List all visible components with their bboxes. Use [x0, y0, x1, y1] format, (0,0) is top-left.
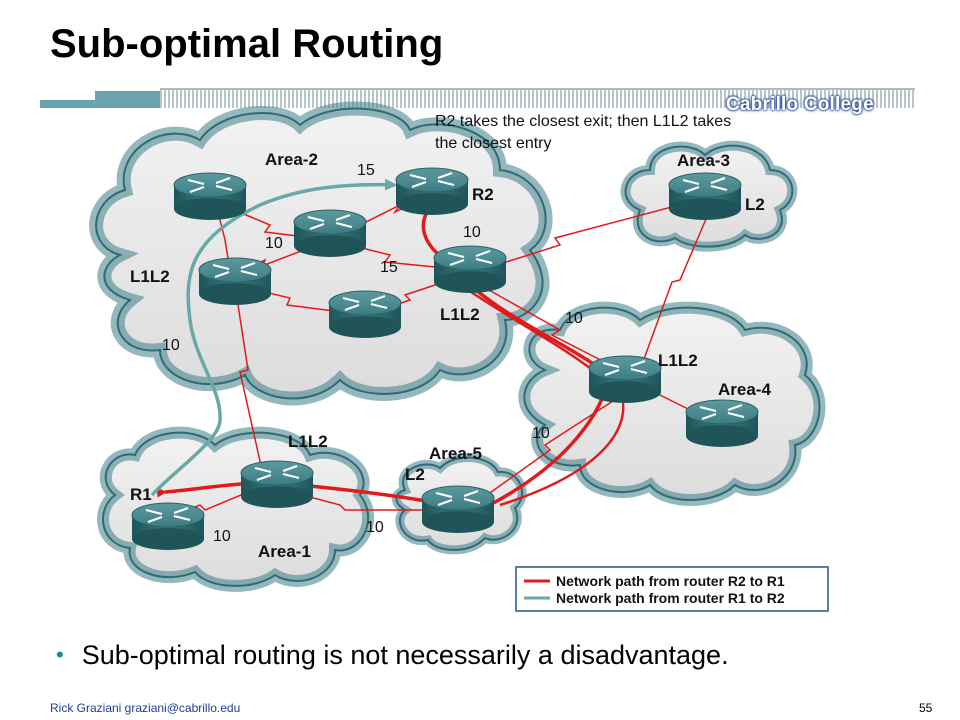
bullet-text: Sub-optimal routing is not necessarily a… — [81, 640, 729, 670]
metric-15-mid: 15 — [380, 259, 398, 276]
label-l2-area5: L2 — [405, 465, 425, 484]
label-area-2: Area-2 — [265, 150, 318, 169]
router-area2-l1l2-left[interactable] — [198, 257, 272, 306]
cloud-area-4 — [518, 301, 826, 506]
router-area2-l1l2-right[interactable] — [433, 245, 507, 294]
legend-r2-to-r1: Network path from router R2 to R1 — [556, 573, 785, 589]
footer-author: Rick Graziani graziani@cabrillo.edu — [50, 701, 241, 715]
router-area4-inner[interactable] — [685, 399, 759, 448]
legend: Network path from router R2 to R1 Networ… — [515, 566, 829, 612]
router-r1[interactable] — [131, 502, 205, 551]
router-area3-l2[interactable] — [668, 172, 742, 221]
metric-15-top: 15 — [357, 162, 375, 179]
label-area-3: Area-3 — [677, 151, 730, 170]
router-area2-topleft[interactable] — [173, 172, 247, 221]
router-area4-l1l2[interactable] — [588, 355, 662, 404]
bullet-dot-icon: • — [56, 642, 64, 667]
slide-title: Sub-optimal Routing — [50, 22, 444, 66]
bullet-point: • Sub-optimal routing is not necessarily… — [56, 640, 729, 671]
router-area2-center[interactable] — [293, 209, 367, 258]
page-number: 55 — [919, 701, 933, 715]
metric-10-area1-b: 10 — [366, 519, 384, 536]
label-l1l2-area2-right: L1L2 — [440, 305, 480, 324]
caption-line-1: R2 takes the closest exit; then L1L2 tak… — [435, 113, 731, 130]
label-l1l2-area2-left: L1L2 — [130, 267, 170, 286]
label-area-5: Area-5 — [429, 444, 482, 463]
label-r2: R2 — [472, 185, 494, 204]
path-r1-to-r2 — [150, 178, 397, 497]
label-l1l2-area1: L1L2 — [288, 432, 328, 451]
legend-r1-to-r2: Network path from router R1 to R2 — [556, 590, 785, 606]
metric-10-area1-a: 10 — [213, 528, 231, 545]
label-r1: R1 — [130, 485, 152, 504]
metric-10-r2: 10 — [463, 224, 481, 241]
caption-line-2: the closest entry — [435, 135, 552, 152]
brand-logo-text: Cabrillo College — [726, 94, 874, 115]
router-area2-bottom[interactable] — [328, 290, 402, 339]
metric-10-left: 10 — [162, 337, 180, 354]
label-area-4: Area-4 — [718, 380, 771, 399]
label-l2-area3: L2 — [745, 195, 765, 214]
metric-10-mid: 10 — [265, 235, 283, 252]
router-r2[interactable] — [395, 167, 469, 216]
router-area1-l1l2[interactable] — [240, 460, 314, 509]
metric-10-area4: 10 — [565, 310, 583, 327]
router-area5-l2[interactable] — [421, 485, 495, 534]
label-l1l2-area4: L1L2 — [658, 351, 698, 370]
metric-10-area5: 10 — [532, 425, 550, 442]
label-area-1: Area-1 — [258, 542, 311, 561]
